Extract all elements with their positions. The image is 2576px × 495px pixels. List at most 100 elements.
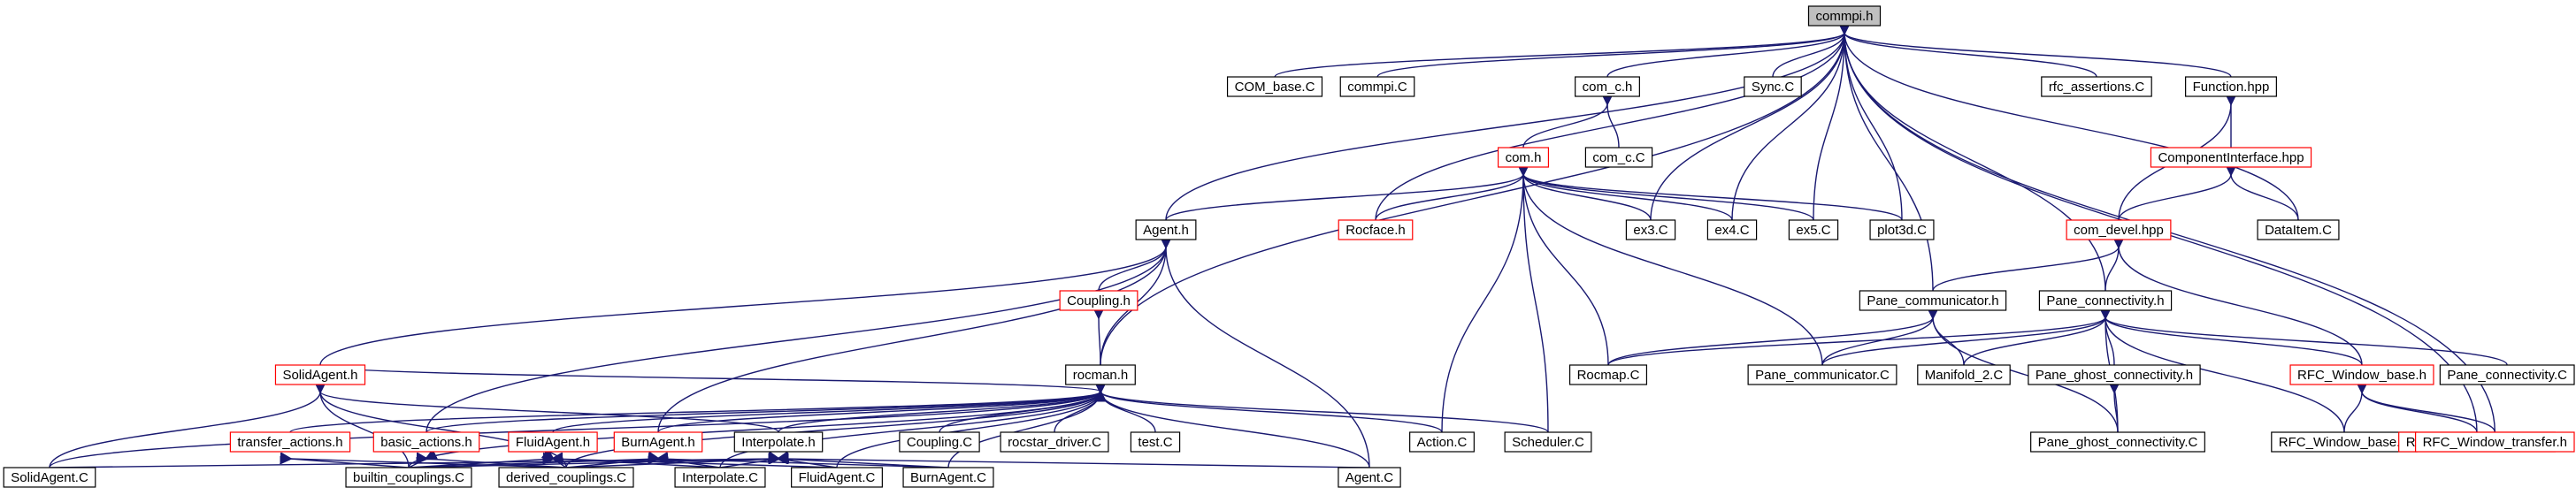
- node-box-SolidAgent_h[interactable]: [274, 364, 366, 385]
- node-box-derived_couplings_C[interactable]: [498, 467, 634, 488]
- node-box-com_devel_hpp[interactable]: [2066, 219, 2172, 240]
- node-box-ex4_C[interactable]: [1706, 219, 1758, 240]
- node-box-Interpolate_h[interactable]: [733, 431, 824, 453]
- node-RFC_Window_base_h[interactable]: RFC_Window_base.h: [2289, 364, 2434, 385]
- node-Coupling_C[interactable]: Coupling.C: [899, 431, 980, 453]
- node-box-Action_C[interactable]: [1409, 431, 1475, 453]
- node-box-rocstar_driver_C[interactable]: [1000, 431, 1109, 453]
- node-box-Rocmap_C[interactable]: [1568, 364, 1648, 385]
- node-label-BurnAgent_C: BurnAgent.C: [910, 470, 986, 485]
- node-box-Scheduler_C[interactable]: [1504, 431, 1592, 453]
- node-box-rfc_assertions_C[interactable]: [2041, 76, 2152, 97]
- node-FluidAgent_C[interactable]: FluidAgent.C: [791, 467, 883, 488]
- node-com_c_h[interactable]: com_c.h: [1575, 76, 1640, 97]
- node-rocman_h[interactable]: rocman.h: [1065, 364, 1136, 385]
- node-COM_base_C[interactable]: COM_base.C: [1226, 76, 1323, 97]
- node-ComponentInterface_hpp[interactable]: ComponentInterface.hpp: [2150, 147, 2312, 168]
- node-Pane_connectivity_C[interactable]: Pane_connectivity.C: [2439, 364, 2575, 385]
- node-Pane_ghost_connectivity_C[interactable]: Pane_ghost_connectivity.C: [2030, 431, 2205, 453]
- node-Action_C[interactable]: Action.C: [1409, 431, 1475, 453]
- node-Sync_C[interactable]: Sync.C: [1744, 76, 1802, 97]
- node-box-Pane_ghost_connectivity_C[interactable]: [2030, 431, 2205, 453]
- node-DataItem_C[interactable]: DataItem.C: [2257, 219, 2340, 240]
- node-box-com_h[interactable]: [1497, 147, 1550, 168]
- node-Agent_h[interactable]: Agent.h: [1135, 219, 1197, 240]
- node-box-test_C[interactable]: [1130, 431, 1181, 453]
- node-commpi_C[interactable]: commpi.C: [1339, 76, 1415, 97]
- node-BurnAgent_h[interactable]: BurnAgent.h: [613, 431, 703, 453]
- node-box-com_c_h[interactable]: [1575, 76, 1640, 97]
- node-ex5_C[interactable]: ex5.C: [1788, 219, 1839, 240]
- node-box-Pane_ghost_connectivity_h[interactable]: [2028, 364, 2201, 385]
- node-box-commpi_h[interactable]: [1807, 5, 1882, 27]
- node-box-RFC_Window_base_h[interactable]: [2289, 364, 2434, 385]
- node-commpi_h[interactable]: commpi.h: [1807, 5, 1882, 27]
- node-SolidAgent_C[interactable]: SolidAgent.C: [3, 467, 96, 488]
- node-com_devel_hpp[interactable]: com_devel.hpp: [2066, 219, 2172, 240]
- node-box-transfer_actions_h[interactable]: [229, 431, 351, 453]
- node-box-ex3_C[interactable]: [1625, 219, 1676, 240]
- node-box-DataItem_C[interactable]: [2257, 219, 2340, 240]
- node-box-Sync_C[interactable]: [1744, 76, 1802, 97]
- node-box-Pane_communicator_C[interactable]: [1747, 364, 1898, 385]
- node-box-Rocface_h[interactable]: [1338, 219, 1414, 240]
- node-box-rocman_h[interactable]: [1065, 364, 1136, 385]
- node-RFC_Window_base_C[interactable]: RFC_Window_base.C: [2271, 431, 2418, 453]
- node-Interpolate_C[interactable]: Interpolate.C: [674, 467, 766, 488]
- node-rfc_assertions_C[interactable]: rfc_assertions.C: [2041, 76, 2152, 97]
- node-box-Coupling_h[interactable]: [1059, 290, 1138, 311]
- node-Coupling_h[interactable]: Coupling.h: [1059, 290, 1138, 311]
- node-Rocmap_C[interactable]: Rocmap.C: [1568, 364, 1648, 385]
- node-ex4_C[interactable]: ex4.C: [1706, 219, 1758, 240]
- node-box-plot3d_C[interactable]: [1869, 219, 1935, 240]
- node-box-ex5_C[interactable]: [1788, 219, 1839, 240]
- node-derived_couplings_C[interactable]: derived_couplings.C: [498, 467, 634, 488]
- node-box-Agent_h[interactable]: [1135, 219, 1197, 240]
- node-box-commpi_C[interactable]: [1339, 76, 1415, 97]
- node-box-basic_actions_h[interactable]: [372, 431, 480, 453]
- node-box-FluidAgent_C[interactable]: [791, 467, 883, 488]
- node-plot3d_C[interactable]: plot3d.C: [1869, 219, 1935, 240]
- node-Interpolate_h[interactable]: Interpolate.h: [733, 431, 824, 453]
- node-box-Manifold_2_C[interactable]: [1917, 364, 2011, 385]
- node-ex3_C[interactable]: ex3.C: [1625, 219, 1676, 240]
- node-transfer_actions_h[interactable]: transfer_actions.h: [229, 431, 351, 453]
- node-box-Function_hpp[interactable]: [2185, 76, 2277, 97]
- node-Pane_communicator_h[interactable]: Pane_communicator.h: [1859, 290, 2007, 311]
- node-box-Pane_communicator_h[interactable]: [1859, 290, 2007, 311]
- node-rocstar_driver_C[interactable]: rocstar_driver.C: [1000, 431, 1109, 453]
- node-FluidAgent_h[interactable]: FluidAgent.h: [508, 431, 598, 453]
- node-box-Pane_connectivity_h[interactable]: [2038, 290, 2173, 311]
- node-Pane_communicator_C[interactable]: Pane_communicator.C: [1747, 364, 1898, 385]
- node-RFC_Window_transfer_h[interactable]: RFC_Window_transfer.h: [2414, 431, 2575, 453]
- node-BurnAgent_C[interactable]: BurnAgent.C: [902, 467, 994, 488]
- node-test_C[interactable]: test.C: [1130, 431, 1181, 453]
- node-box-FluidAgent_h[interactable]: [508, 431, 598, 453]
- node-box-RFC_Window_transfer_h[interactable]: [2414, 431, 2575, 453]
- node-box-com_c_C[interactable]: [1584, 147, 1653, 168]
- node-Pane_ghost_connectivity_h[interactable]: Pane_ghost_connectivity.h: [2028, 364, 2201, 385]
- node-box-Pane_connectivity_C[interactable]: [2439, 364, 2575, 385]
- node-box-COM_base_C[interactable]: [1226, 76, 1323, 97]
- node-box-Interpolate_C[interactable]: [674, 467, 766, 488]
- node-SolidAgent_h[interactable]: SolidAgent.h: [274, 364, 366, 385]
- node-box-BurnAgent_h[interactable]: [613, 431, 703, 453]
- node-builtin_couplings_C[interactable]: builtin_couplings.C: [345, 467, 472, 488]
- node-label-RFC_Window_base_C: RFC_Window_base.C: [2279, 435, 2411, 450]
- node-Agent_C[interactable]: Agent.C: [1338, 467, 1401, 488]
- edge-SolidAgent_h-to-Interpolate_h: [320, 392, 779, 433]
- node-Rocface_h[interactable]: Rocface.h: [1338, 219, 1414, 240]
- node-box-Agent_C[interactable]: [1338, 467, 1401, 488]
- node-com_c_C[interactable]: com_c.C: [1584, 147, 1653, 168]
- node-box-SolidAgent_C[interactable]: [3, 467, 96, 488]
- node-basic_actions_h[interactable]: basic_actions.h: [372, 431, 480, 453]
- node-box-ComponentInterface_hpp[interactable]: [2150, 147, 2312, 168]
- node-Function_hpp[interactable]: Function.hpp: [2185, 76, 2277, 97]
- node-box-Coupling_C[interactable]: [899, 431, 980, 453]
- node-box-BurnAgent_C[interactable]: [902, 467, 994, 488]
- node-Scheduler_C[interactable]: Scheduler.C: [1504, 431, 1592, 453]
- node-Manifold_2_C[interactable]: Manifold_2.C: [1917, 364, 2011, 385]
- node-box-builtin_couplings_C[interactable]: [345, 467, 472, 488]
- node-Pane_connectivity_h[interactable]: Pane_connectivity.h: [2038, 290, 2173, 311]
- node-com_h[interactable]: com.h: [1497, 147, 1550, 168]
